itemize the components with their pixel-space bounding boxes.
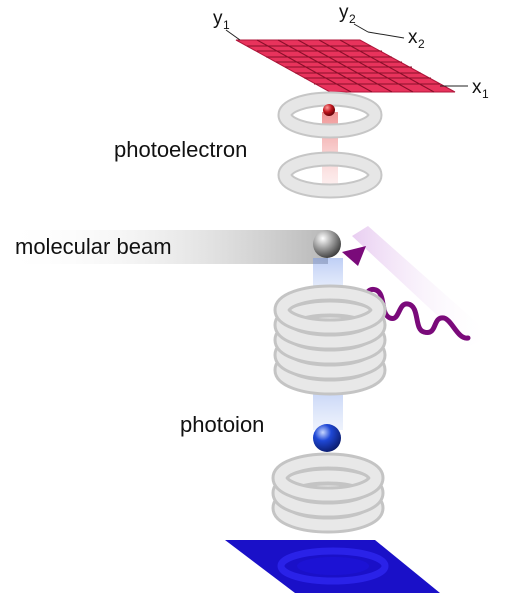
svg-text:x: x	[408, 27, 418, 48]
axis-label-x1: x 1	[472, 77, 489, 101]
electron-electrode-top	[277, 91, 383, 139]
electron-detector: y 1 y 2 x 2 x 1	[213, 2, 489, 101]
label-photoion: photoion	[180, 412, 264, 437]
ion-electrode-stack	[273, 284, 387, 396]
axis-label-y2: y 2	[339, 2, 356, 26]
label-photoelectron: photoelectron	[114, 137, 247, 162]
axis-label-x2: x 2	[408, 27, 425, 51]
detector-grid	[247, 39, 440, 93]
laser-arrow-head	[342, 246, 366, 266]
svg-text:2: 2	[418, 37, 425, 51]
ion-image-ring	[277, 547, 389, 585]
laser-pulse	[355, 286, 471, 341]
label-molecular-beam: molecular beam	[15, 234, 172, 259]
electron-trajectory	[322, 112, 338, 184]
laser-glow	[352, 226, 492, 346]
molecular-beam	[2, 230, 328, 264]
molecule-particle	[313, 230, 341, 258]
ion-electrode-lower-stack	[271, 452, 385, 534]
ion-detector	[225, 540, 440, 593]
electron-electrode-bottom	[277, 151, 383, 199]
svg-text:1: 1	[223, 18, 230, 32]
svg-text:x: x	[472, 77, 482, 98]
svg-text:2: 2	[349, 12, 356, 26]
svg-text:1: 1	[482, 87, 489, 101]
photoelectron-particle	[323, 104, 335, 116]
svg-text:y: y	[339, 2, 349, 23]
axis-label-y1: y 1	[213, 8, 230, 32]
svg-text:y: y	[213, 8, 223, 29]
photoion-particle	[313, 424, 341, 452]
